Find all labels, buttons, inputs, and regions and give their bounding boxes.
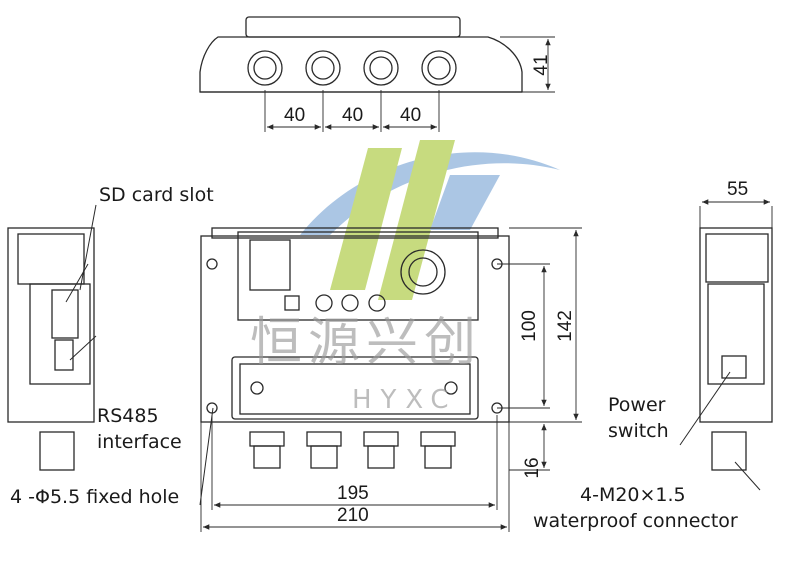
dim-top-height: 41 bbox=[531, 54, 552, 76]
top-view bbox=[199, 16, 555, 132]
watermark-logo bbox=[300, 140, 560, 300]
dim-spacing-1: 40 bbox=[284, 105, 306, 126]
top-gland-3 bbox=[363, 50, 399, 86]
front-gland-4 bbox=[420, 431, 456, 469]
front-view bbox=[200, 227, 582, 532]
power-switch-label-line1: Power bbox=[608, 394, 666, 416]
connector-label-line2: waterproof connector bbox=[533, 510, 738, 532]
fixed-hole-label: 4 -Φ5.5 fixed hole bbox=[10, 486, 180, 508]
dim-total-width: 210 bbox=[337, 505, 369, 526]
dim-spacing-3: 40 bbox=[400, 105, 422, 126]
dim-connector-height: 16 bbox=[522, 457, 543, 479]
dim-inner-height: 100 bbox=[519, 310, 540, 342]
top-gland-2 bbox=[305, 50, 341, 86]
rs485-label-line1: RS485 bbox=[97, 405, 159, 427]
top-gland-4 bbox=[421, 50, 457, 86]
dim-spacing-2: 40 bbox=[342, 105, 364, 126]
dim-inner-width: 195 bbox=[337, 483, 369, 504]
rs485-label-line2: interface bbox=[97, 431, 182, 453]
dim-side-width: 55 bbox=[727, 179, 749, 200]
leader-lines bbox=[79, 204, 214, 506]
watermark-chinese: 恒源兴创 bbox=[250, 313, 483, 373]
sd-card-slot-label: SD card slot bbox=[99, 184, 214, 206]
left-side-view bbox=[7, 227, 97, 471]
power-switch-label-line2: switch bbox=[608, 420, 669, 442]
right-side-view bbox=[679, 199, 773, 491]
front-gland-3 bbox=[363, 431, 399, 469]
dim-total-height: 142 bbox=[555, 310, 576, 342]
front-gland-1 bbox=[249, 431, 285, 469]
watermark-latin: HYXC bbox=[352, 385, 458, 415]
front-gland-2 bbox=[306, 431, 342, 469]
connector-label-line1: 4-M20×1.5 bbox=[580, 484, 686, 506]
top-gland-1 bbox=[247, 50, 283, 86]
